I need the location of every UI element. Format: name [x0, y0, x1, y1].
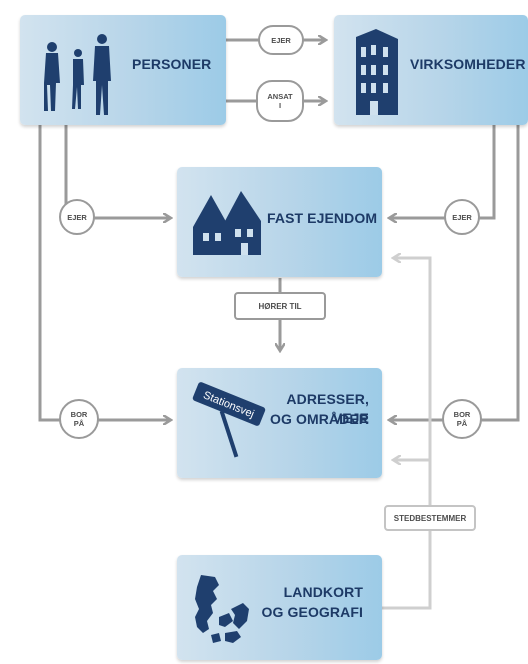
- bor-right-label-line2: PÅ: [456, 419, 468, 428]
- personer-label: PERSONER: [132, 56, 212, 72]
- adresser-box[interactable]: Stationsvej ADRESSER, VEJE OG OMRÅDER: [177, 368, 382, 478]
- virksomheder-box[interactable]: VIRKSOMHEDER: [334, 15, 528, 125]
- ejer-top-badge: EJER: [258, 25, 304, 55]
- bor-right-label-line1: BOR: [453, 410, 471, 419]
- denmark-map-illustration: [195, 575, 249, 643]
- ansat-label-line2: I: [278, 101, 282, 110]
- people-illustration: [44, 34, 111, 115]
- stedbestemmer-label: STEDBESTEMMER: [393, 513, 467, 523]
- adresser-label-line1: ADRESSER, VEJE: [286, 391, 369, 426]
- horer-til-label: HØRER TIL: [258, 301, 302, 311]
- bor-right-badge: BOR PÅ: [442, 399, 482, 439]
- bor-left-badge: BOR PÅ: [59, 399, 99, 439]
- ansat-badge: ANSAT I: [256, 80, 304, 122]
- building-illustration: [356, 29, 398, 115]
- landkort-label-line1: LANDKORT: [283, 584, 363, 600]
- right-ejer-line: [390, 125, 496, 218]
- house-illustration: [193, 191, 261, 255]
- landkort-box[interactable]: LANDKORT OG GEOGRAFI: [177, 555, 382, 660]
- stedbestemmer-line: [382, 258, 432, 610]
- ejer-right-badge: EJER: [444, 199, 480, 235]
- bor-left-label-line2: PÅ: [73, 419, 85, 428]
- landkort-label-line2: OG GEOGRAFI: [261, 604, 363, 620]
- bor-left-label-line1: BOR: [70, 410, 88, 419]
- street-sign-illustration: Stationsvej: [192, 382, 266, 458]
- virksomheder-label: VIRKSOMHEDER: [410, 56, 526, 72]
- left-trunk-line: [38, 125, 170, 420]
- fast-ejendom-label: FAST EJENDOM: [267, 210, 378, 226]
- stedbestemmer-badge: STEDBESTEMMER: [384, 505, 476, 531]
- ansat-label-line1: ANSAT: [267, 92, 293, 101]
- ejer-right-label: EJER: [452, 212, 472, 222]
- adresser-label-line2: OG OMRÅDER: [270, 411, 369, 427]
- ejer-top-label: EJER: [271, 35, 291, 45]
- fast-ejendom-box[interactable]: FAST EJENDOM: [177, 167, 382, 277]
- ejer-left-label: EJER: [67, 212, 87, 222]
- personer-box[interactable]: PERSONER: [20, 15, 226, 125]
- horer-til-badge: HØRER TIL: [234, 292, 326, 320]
- ejer-left-badge: EJER: [59, 199, 95, 235]
- right-trunk-line: [390, 125, 520, 420]
